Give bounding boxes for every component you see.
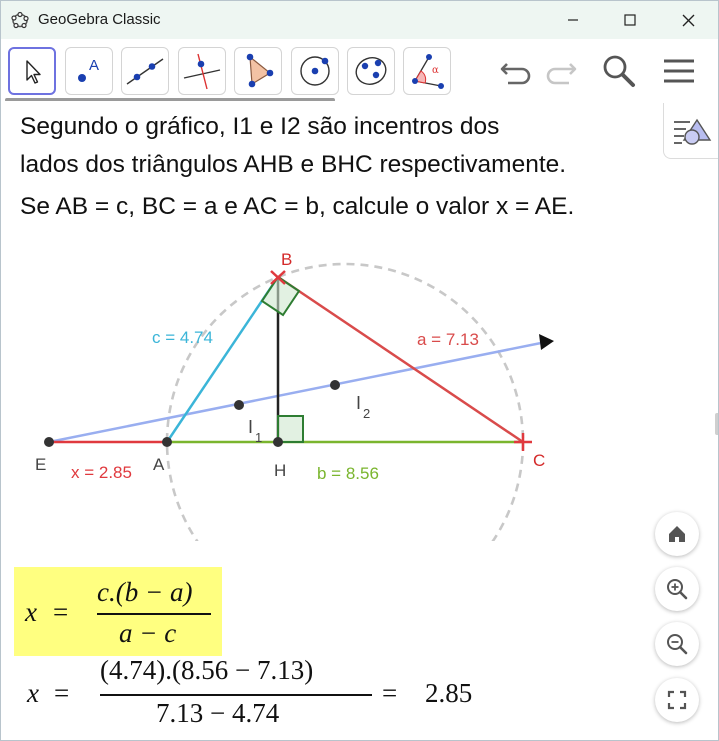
maximize-button[interactable] [601,1,659,39]
point-i2[interactable] [330,380,340,390]
label-i2: I [356,393,361,413]
conic-tool[interactable] [347,47,395,95]
zoom-out-button[interactable] [655,622,699,666]
label-segment-x: x = 2.85 [71,463,132,482]
problem-text-line-3: Se AB = c, BC = a e AC = b, calcule o va… [20,193,575,220]
perpendicular-line-icon [183,53,221,90]
point-tool-label: A [89,57,99,74]
maximize-icon [624,14,636,26]
formula-denominator: a − c [119,618,177,648]
zoom-in-button[interactable] [655,567,699,611]
result-fraction-bar [100,694,372,696]
result-lhs: x [27,678,39,708]
angle-icon: α [412,54,444,89]
title-bar: GeoGebra Classic [1,1,718,39]
label-i2-sub: 2 [363,406,370,421]
label-i1: I [248,417,253,437]
line-arrowhead [539,334,554,350]
undo-icon [500,63,531,85]
point-b-marker[interactable] [270,270,286,285]
geometry-figure[interactable]: E A H B C I 1 I 2 c = 4.74 a = 7.13 b = … [1,241,601,541]
problem-text-line-2: lados dos triângulos AHB e BHC respectiv… [20,151,567,178]
result-value: 2.85 [425,678,473,708]
toolbar: A α [1,39,718,102]
result-equals-2: = [382,678,398,708]
undo-button[interactable] [496,51,536,91]
polygon-icon [246,53,274,88]
point-a[interactable] [162,437,172,447]
label-segment-b: b = 8.56 [317,464,379,483]
result-denominator: 7.13 − 4.74 [156,698,280,728]
label-c: C [533,451,545,470]
segment-c[interactable] [165,276,280,443]
angle-alpha-label: α [432,65,439,76]
main-menu-button[interactable] [659,51,699,91]
label-a: A [153,455,165,474]
polygon-tool[interactable] [234,47,282,95]
minimize-button[interactable] [544,1,602,39]
window-title: GeoGebra Classic [38,11,161,28]
line-tool[interactable] [121,47,169,95]
menu-icon [664,59,694,83]
toolbar-scrollbar[interactable] [5,98,335,102]
geogebra-logo-icon [11,11,29,29]
redo-button[interactable] [541,51,581,91]
problem-text-line-1: Segundo o gráfico, I1 e I2 são incentros… [20,113,500,140]
formula-numerator: c.(b − a) [97,577,193,607]
line-e-i2[interactable] [48,341,542,444]
formula-lhs: x [25,597,37,627]
circumcircle[interactable] [165,262,525,541]
panel-resize-grip[interactable] [715,413,718,435]
label-b: B [281,250,292,269]
circle-tool[interactable] [291,47,339,95]
point-c-marker[interactable] [514,433,532,451]
perpendicular-line-tool[interactable] [178,47,226,95]
minimize-icon [568,19,578,21]
formula-equals: = [53,597,69,627]
search-button[interactable] [599,51,639,91]
ellipse-icon [355,57,387,85]
right-angle-h [277,415,304,443]
cursor-arrow-icon [26,60,41,84]
result-equals: = [54,678,70,708]
angle-tool[interactable]: α [403,47,451,95]
fullscreen-button[interactable] [655,678,699,722]
close-button[interactable] [659,1,717,39]
label-i1-sub: 1 [255,430,262,445]
formula-fraction-bar [97,613,211,615]
point-h[interactable] [273,437,283,447]
label-h: H [274,461,286,480]
line-icon [126,58,164,85]
result-numerator: (4.74).(8.56 − 7.13) [100,655,314,685]
formula-highlight-box[interactable] [14,567,222,656]
point-tool[interactable]: A [65,47,113,95]
move-tool[interactable] [8,47,56,95]
algebra-view-toggle-icon [674,118,712,145]
algebra-view-toggle[interactable] [663,103,718,159]
circle-center-point-icon [300,56,330,86]
redo-icon [546,63,577,85]
label-segment-c: c = 4.74 [152,328,213,347]
point-icon: A [78,57,99,82]
label-e: E [35,455,46,474]
close-icon [682,14,694,26]
point-i1[interactable] [234,400,244,410]
label-segment-a: a = 7.13 [417,330,479,349]
fullscreen-icon [667,690,687,710]
right-angle-b [260,275,301,317]
point-e[interactable] [44,437,54,447]
standard-view-button[interactable] [655,512,699,556]
home-icon [669,526,685,542]
zoom-out-icon [667,634,688,655]
search-icon [603,55,635,87]
zoom-in-icon [667,579,688,600]
segment-a[interactable] [277,275,524,444]
